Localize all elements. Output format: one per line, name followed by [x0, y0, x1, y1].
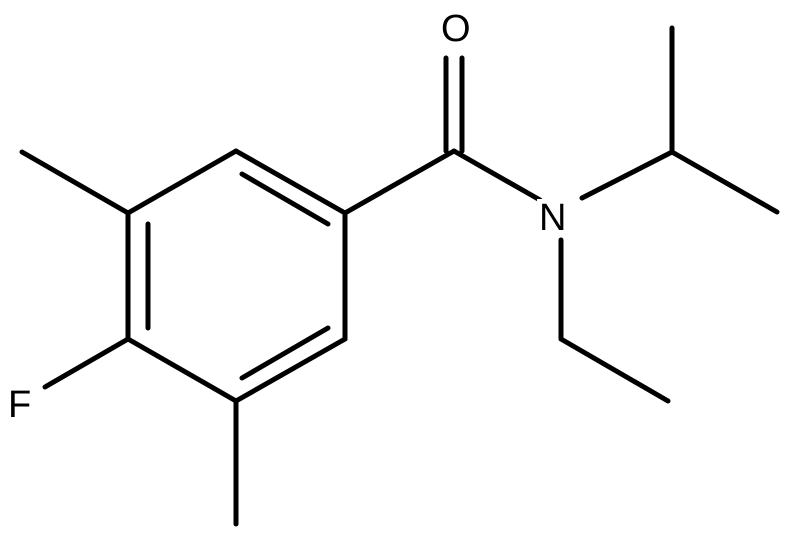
ethyl-bond-2: [558, 336, 671, 404]
oxygen-label: O: [439, 8, 473, 50]
fluorine-label: F: [6, 384, 34, 426]
ring-bond-top-right-inner: [239, 171, 331, 227]
ring-carbonyl-bond: [342, 148, 457, 216]
ring-bond-bottom-right-inner: [239, 325, 331, 381]
isopropyl-bond: [579, 149, 675, 201]
ring-bond-bottom-right: [233, 336, 348, 404]
amide-bond: [451, 148, 543, 203]
ring-bond-top-left: [125, 148, 239, 216]
fluorine-bond: [42, 336, 131, 390]
ring-bond-bottom-left: [125, 336, 239, 404]
nitrogen-label: N: [537, 197, 569, 239]
ring-bond-top-right: [233, 148, 348, 216]
methyl-bond-upper: [19, 149, 131, 216]
isopropyl-methyl-right: [669, 149, 780, 215]
